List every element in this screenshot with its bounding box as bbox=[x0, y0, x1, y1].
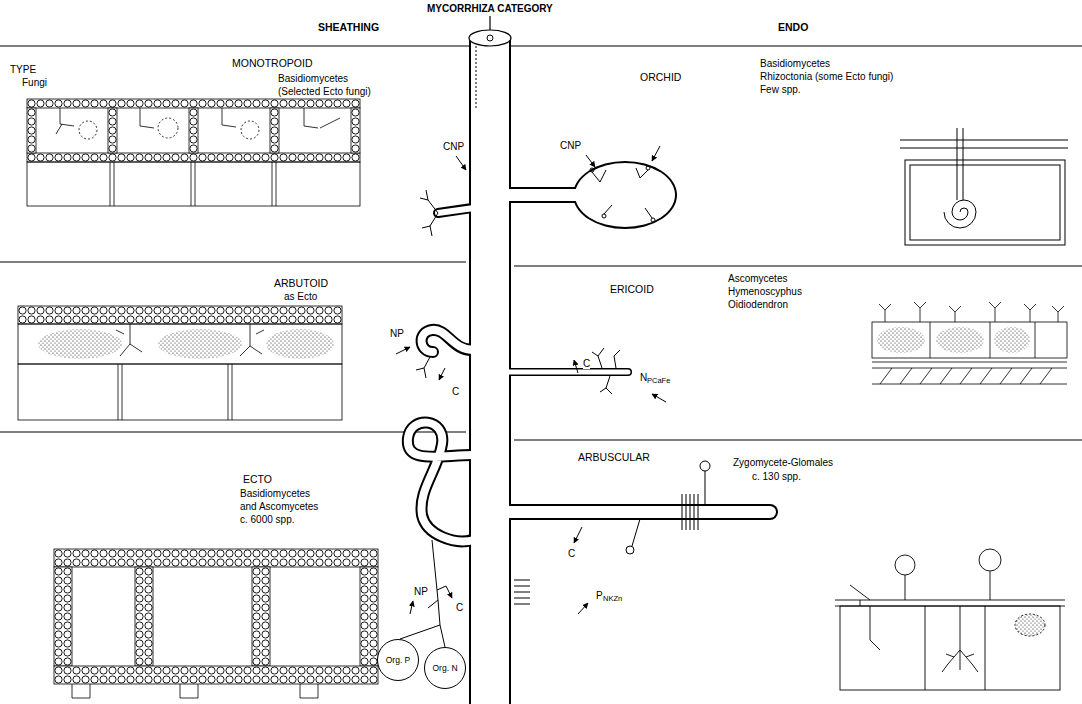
column-heading: TYPE bbox=[10, 64, 36, 75]
nutrient-label: NP bbox=[414, 586, 428, 597]
circle-label: Org. P bbox=[386, 655, 411, 665]
type-name: ARBUSCULAR bbox=[578, 452, 650, 464]
fungus-name: Hymenoscyphus bbox=[728, 286, 802, 297]
fungus-name: and Ascomycetes bbox=[240, 501, 318, 512]
type-name: ARBUTOID bbox=[274, 278, 328, 290]
nutrient-label: C bbox=[583, 358, 590, 369]
fungus-name: Basidiomycetes bbox=[760, 58, 830, 69]
fungus-name: Basidiomycetes bbox=[278, 73, 348, 84]
nutrient-label: CNP bbox=[560, 140, 581, 151]
organic-matter-circle: Org. P bbox=[377, 639, 419, 681]
nutrient-label: CNP bbox=[443, 141, 464, 152]
column-heading: Fungi bbox=[22, 77, 47, 88]
nutrient-label: C bbox=[456, 602, 463, 613]
nutrient-subscript: PCaFe bbox=[647, 377, 670, 385]
fungus-name: c. 6000 spp. bbox=[240, 514, 294, 525]
nutrient-label: C bbox=[568, 548, 575, 559]
type-name: MONOTROPOID bbox=[232, 58, 313, 70]
fungus-name: Oidiodendron bbox=[728, 299, 788, 310]
fungus-name: Zygomycete-Glomales bbox=[733, 457, 833, 468]
fungus-name: Ascomycetes bbox=[728, 273, 787, 284]
fungus-name: Basidiomycetes bbox=[240, 488, 310, 499]
nutrient-label: P bbox=[596, 590, 603, 601]
nutrient-label: NP bbox=[390, 328, 404, 339]
diagram-title: MYCORRHIZA CATEGORY bbox=[427, 3, 553, 14]
fungus-name: c. 130 spp. bbox=[752, 471, 801, 482]
category-heading: ENDO bbox=[778, 22, 808, 34]
nutrient-label: C bbox=[452, 386, 459, 397]
fungus-name: as Ecto bbox=[284, 291, 317, 302]
category-heading: SHEATHING bbox=[318, 22, 379, 34]
organic-matter-circle: Org. N bbox=[424, 647, 466, 689]
circle-label: Org. N bbox=[432, 663, 457, 673]
type-name: ORCHID bbox=[640, 72, 681, 84]
fungus-name: Few spp. bbox=[760, 84, 801, 95]
fungus-name: Rhizoctonia (some Ecto fungi) bbox=[760, 71, 893, 82]
type-name: ECTO bbox=[243, 474, 272, 486]
fungus-name: (Selected Ecto fungi) bbox=[278, 86, 371, 97]
type-name: ERICOID bbox=[610, 284, 654, 296]
nutrient-subscript: NKZn bbox=[603, 595, 622, 603]
